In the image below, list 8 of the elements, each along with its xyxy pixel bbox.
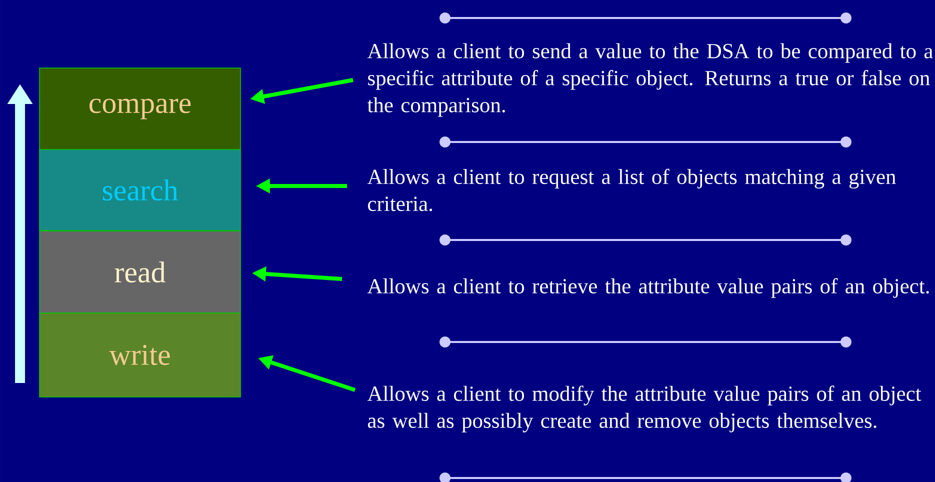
description-text: Allows a client to request a list of objects matching a given criteria.	[367, 168, 896, 212]
operation-box: read	[39, 230, 241, 314]
operation-box: write	[39, 312, 241, 398]
operation-box: search	[39, 149, 241, 231]
description-text: Allows a client to send a value to the DSA to be compared to a specific attribute of a specific object. Returns a true or false on the comparison.	[367, 43, 933, 117]
description-text: Allows a client to retrieve the attribute value pairs of an object.	[367, 278, 929, 298]
operation-box: compare	[39, 68, 241, 150]
description-text: Allows a client to modify the attribute value pairs of an object as well as possibly create and remove objects themselves.	[367, 386, 922, 432]
